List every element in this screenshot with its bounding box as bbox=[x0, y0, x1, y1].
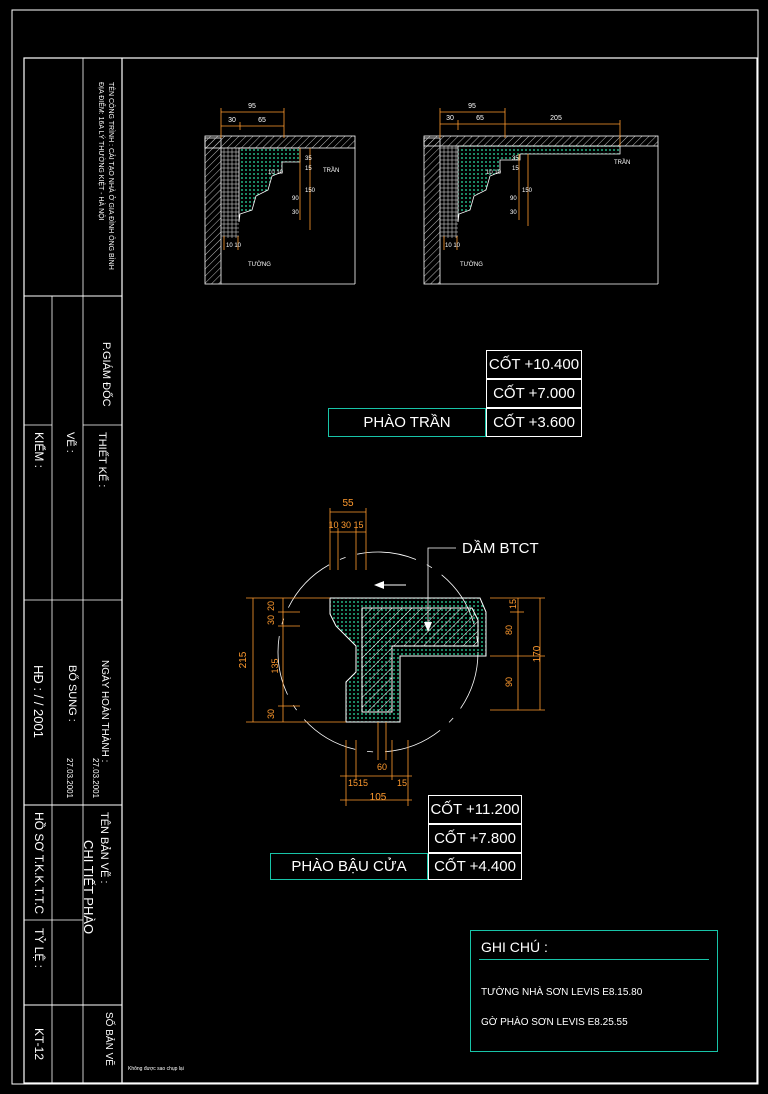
scale-label: TỶ LỆ : bbox=[32, 928, 46, 969]
tl-dim-95: 95 bbox=[248, 103, 256, 110]
tl-dim-15: 15 bbox=[305, 166, 312, 172]
tr-dim-95: 95 bbox=[468, 103, 476, 110]
tl-dim-35: 35 bbox=[305, 156, 312, 162]
detail-top-left bbox=[204, 108, 356, 285]
win-dim-b60: 60 bbox=[377, 762, 387, 772]
win-dim-90: 90 bbox=[504, 677, 514, 687]
drawing-name-label: TÊN BẢN VẼ : bbox=[98, 812, 110, 884]
win-dim-20: 20 bbox=[266, 601, 276, 611]
ceiling-level-2: CỐT +7.000 bbox=[486, 379, 582, 408]
tr-dim-15: 15 bbox=[512, 166, 519, 172]
tl-dim-90: 90 bbox=[292, 196, 299, 202]
notes-title: GHI CHÚ : bbox=[481, 939, 548, 955]
tr-dim-205: 205 bbox=[550, 115, 562, 122]
tl-dim-30b: 30 bbox=[292, 210, 299, 216]
detail-window-sill bbox=[246, 508, 545, 806]
notes-divider bbox=[479, 959, 709, 960]
completion-date: 27.03.2001 bbox=[91, 758, 100, 799]
win-dim-105: 105 bbox=[370, 792, 387, 803]
tr-dim-inner: 10 10 bbox=[486, 170, 502, 176]
tl-dim-bottom: 10 10 bbox=[226, 243, 242, 249]
outer-border bbox=[11, 9, 759, 1085]
win-dim-170: 170 bbox=[532, 645, 543, 662]
sill-moulding-name: PHÀO BẬU CỬA bbox=[270, 853, 428, 880]
sill-level-2: CỐT +7.800 bbox=[428, 824, 522, 853]
tr-wall-label: TƯỜNG bbox=[460, 261, 483, 268]
project-address: ĐỊA ĐIỂM: 16A LÝ THƯỜNG KIỆT - HÀ NỘI bbox=[97, 82, 104, 221]
ceiling-level-1: CỐT +10.400 bbox=[486, 350, 582, 379]
win-dim-55: 55 bbox=[342, 498, 354, 509]
win-dim-80: 80 bbox=[504, 625, 514, 635]
tl-dim-30: 30 bbox=[228, 117, 236, 124]
win-dim-215: 215 bbox=[238, 651, 249, 668]
sill-level-3: CỐT +4.400 bbox=[428, 853, 522, 880]
beam-label: DẦM BTCT bbox=[462, 540, 539, 557]
sheet-number-label: SỐ BẢN VẼ bbox=[103, 1012, 114, 1066]
drawer-label: VẼ : bbox=[64, 432, 76, 453]
win-dim-30a: 30 bbox=[266, 615, 276, 625]
win-dim-135: 135 bbox=[270, 658, 280, 673]
win-dim-b15b: 15 bbox=[358, 778, 368, 788]
designer-label: THIẾT KẾ : bbox=[96, 432, 108, 488]
tr-dim-30b: 30 bbox=[510, 210, 517, 216]
completion-label: NGÀY HOÀN THÀNH : bbox=[99, 660, 110, 763]
project-name: TÊN CÔNG TRÌNH : CẢI TẠO NHÀ Ở GIA ĐÌNH … bbox=[107, 82, 114, 270]
win-dim-30b: 30 bbox=[266, 709, 276, 719]
checker-label: KIỂM : bbox=[32, 432, 46, 469]
tr-dim-90: 90 bbox=[510, 196, 517, 202]
tl-dim-150: 150 bbox=[305, 188, 316, 194]
tr-dim-150: 150 bbox=[522, 188, 533, 194]
tl-dim-65: 65 bbox=[258, 117, 266, 124]
sill-level-1: CỐT +11.200 bbox=[428, 795, 522, 824]
tr-dim-bottom: 10 10 bbox=[445, 243, 461, 249]
contract-number: HĐ : / / 2001 bbox=[31, 665, 46, 738]
inner-border bbox=[23, 57, 758, 1084]
notes-box: GHI CHÚ : TƯỜNG NHÀ SƠN LEVIS E8.15.80 G… bbox=[470, 930, 718, 1052]
win-dim-b15a: 15 bbox=[348, 778, 358, 788]
tl-wall-label: TƯỜNG bbox=[248, 261, 271, 268]
tr-dim-65: 65 bbox=[476, 115, 484, 122]
ceiling-level-3: CỐT +3.600 bbox=[486, 408, 582, 437]
sheet-number: KT-12 bbox=[32, 1028, 46, 1061]
supplement-date: 27.03.2001 bbox=[65, 758, 74, 799]
supplement-label: BỔ SUNG : bbox=[66, 665, 78, 722]
notes-line-1: TƯỜNG NHÀ SƠN LEVIS E8.15.80 bbox=[481, 987, 643, 998]
detail-top-right bbox=[423, 108, 659, 285]
tr-ceiling-label: TRẦN bbox=[614, 159, 630, 166]
copy-warning: Không được sao chụp lại bbox=[128, 1066, 184, 1072]
tl-ceiling-label: TRẦN bbox=[323, 167, 339, 174]
dossier-label: HỒ SƠ T.K.K.T.T.C bbox=[32, 812, 46, 915]
ceiling-moulding-name: PHÀO TRẦN bbox=[328, 408, 486, 437]
tr-dim-35: 35 bbox=[512, 156, 519, 162]
win-dim-15r: 15 bbox=[508, 599, 518, 609]
tl-dim-inner: 10 10 bbox=[268, 170, 284, 176]
drawing-name: CHI TIẾT PHÀO bbox=[81, 840, 96, 935]
notes-line-2: GỜ PHÀO SƠN LEVIS E8.25.55 bbox=[481, 1017, 628, 1028]
win-dim-b15c: 15 bbox=[397, 778, 407, 788]
director-label: P.GIÁM ĐỐC bbox=[100, 342, 112, 407]
win-dim-top-parts: 10 30 15 bbox=[328, 520, 363, 530]
tr-dim-30: 30 bbox=[446, 115, 454, 122]
